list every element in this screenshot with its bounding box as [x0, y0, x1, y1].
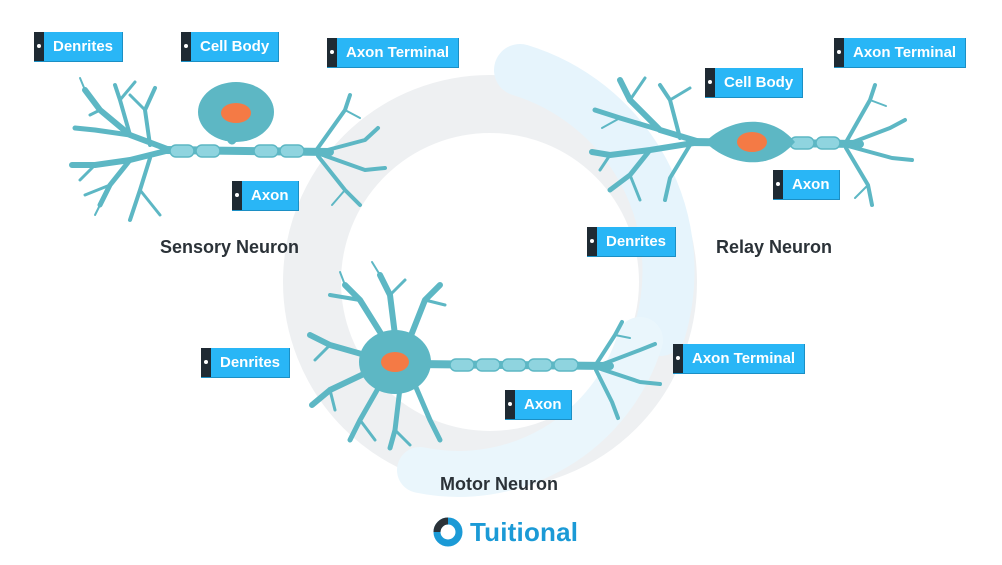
label-pin-icon — [181, 32, 191, 61]
motor-myelin-sheaths — [449, 358, 579, 372]
motor-dendrites-label: Denrites — [201, 348, 291, 378]
relay-dendrites-label: Denrites — [587, 227, 677, 257]
label-pin-icon — [587, 227, 597, 256]
label-pin-icon — [705, 68, 715, 97]
motor-axon-label: Axon — [505, 390, 572, 420]
label-pin-icon — [232, 181, 242, 210]
relay-myelin-sheaths — [789, 136, 841, 150]
background-ring-blue — [494, 44, 695, 356]
sensory-neuron-title: Sensory Neuron — [160, 237, 300, 257]
label-pin-icon — [505, 390, 515, 419]
sensory-axon-terminal-label: Axon Terminal — [327, 38, 460, 68]
label-pin-icon — [327, 38, 337, 67]
sensory-dendrites — [69, 77, 173, 222]
motor-cell-body — [359, 330, 431, 394]
relay-cell-body — [705, 121, 795, 163]
sensory-myelin-sheaths — [169, 144, 305, 158]
sensory-axon-terminal — [313, 93, 387, 207]
relay-nucleus — [737, 132, 767, 152]
relay-cell-body-label: Cell Body — [705, 68, 804, 98]
sensory-dendrites-label: Denrites — [34, 32, 124, 62]
relay-dendrites — [589, 76, 703, 202]
tuitional-brand: Tuitional — [432, 516, 578, 548]
label-pin-icon — [201, 348, 211, 377]
motor-neuron-title: Motor Neuron — [440, 474, 558, 494]
motor-dendrites — [307, 261, 447, 451]
label-pin-icon — [834, 38, 844, 67]
relay-neuron-title: Relay Neuron — [716, 237, 833, 257]
motor-axon-terminal — [593, 320, 662, 420]
label-pin-icon — [673, 344, 683, 373]
motor-nucleus — [381, 352, 409, 372]
label-pin-icon — [34, 32, 44, 61]
sensory-cell-body-label: Cell Body — [181, 32, 280, 62]
sensory-nucleus — [221, 103, 251, 123]
brand-wordmark: Tuitional — [470, 516, 579, 547]
relay-axon-label: Axon — [773, 170, 840, 200]
label-pin-icon — [773, 170, 783, 199]
relay-axon-terminal — [843, 83, 914, 207]
relay-axon-terminal-label: Axon Terminal — [834, 38, 967, 68]
sensory-neuron — [69, 77, 387, 222]
ring-logo-icon — [433, 517, 463, 547]
sensory-axon-label: Axon — [232, 181, 299, 211]
motor-axon-terminal-label: Axon Terminal — [673, 344, 806, 374]
sensory-cell-body — [198, 82, 274, 142]
